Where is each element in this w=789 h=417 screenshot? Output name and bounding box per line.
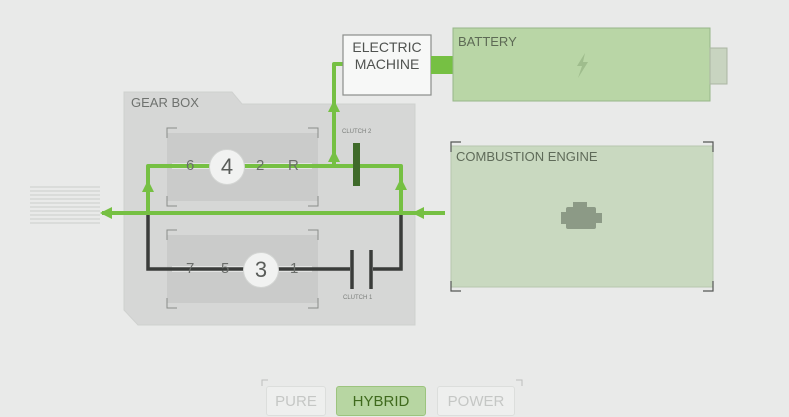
electric-machine-label-line1: ELECTRIC xyxy=(352,39,422,55)
gearbox-label: GEAR BOX xyxy=(131,95,199,110)
clutch2-symbol xyxy=(353,143,360,186)
battery-label: BATTERY xyxy=(458,34,517,49)
mode-hybrid-button[interactable]: HYBRID xyxy=(336,386,426,416)
lower-gear-3: 3 xyxy=(254,257,268,282)
mode-selector-frame xyxy=(261,379,523,386)
lower-gear-engaged: 3 xyxy=(243,252,279,288)
electric-machine-label-line2: MACHINE xyxy=(354,56,420,72)
engine-icon xyxy=(561,202,602,229)
clutch1-symbol xyxy=(350,250,373,289)
mode-pure-button[interactable]: PURE xyxy=(266,386,326,416)
combustion-engine-label: COMBUSTION ENGINE xyxy=(456,149,598,164)
lightning-bolt-icon xyxy=(577,53,588,78)
clutch2-label: CLUTCH 2 xyxy=(342,129,372,135)
lower-gear-5: 5 xyxy=(221,260,230,277)
combustion-engine-box xyxy=(450,141,714,292)
electric-machine-box xyxy=(342,34,432,96)
output-shaft-lines xyxy=(30,186,100,224)
flow-arrows xyxy=(100,100,424,219)
lower-gear-7: 7 xyxy=(186,260,195,277)
electric-machine-label: ELECTRIC MACHINE xyxy=(343,39,431,73)
clutch1-label: CLUTCH 1 xyxy=(343,295,373,301)
upper-gear-4: 4 xyxy=(220,154,234,179)
upper-gear-r: R xyxy=(288,157,299,174)
battery-box xyxy=(452,27,728,102)
mode-power-button[interactable]: POWER xyxy=(437,386,515,416)
upper-gear-engaged: 4 xyxy=(209,149,245,185)
inactive-path xyxy=(146,214,403,271)
lower-gear-1: 1 xyxy=(290,260,299,277)
upper-gear-6: 6 xyxy=(186,157,195,174)
upper-gear-2: 2 xyxy=(256,157,265,174)
machine-battery-connector xyxy=(431,56,453,74)
